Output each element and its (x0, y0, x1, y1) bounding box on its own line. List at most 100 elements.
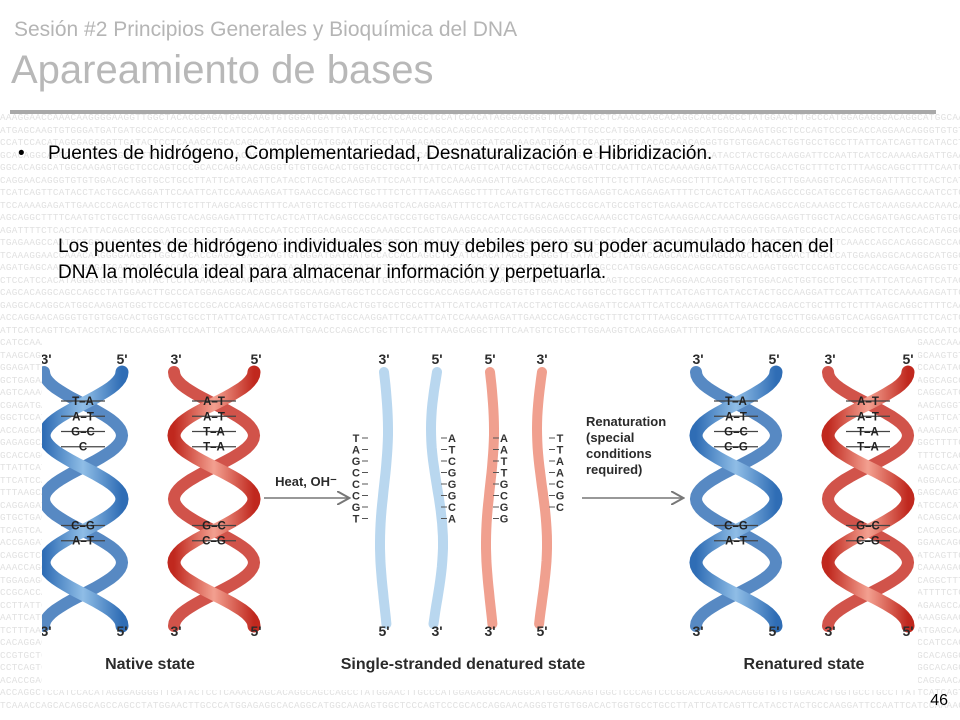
strand1-base: C (352, 491, 360, 503)
sequence-row: ACCAGGAACAGGGTGTGTGGACACTGGTGCCTGCCTTATT… (0, 312, 960, 323)
single-strand-end-top: 3' (378, 351, 389, 367)
strand4-base: C (556, 502, 564, 514)
strand3-base: G (500, 502, 509, 514)
sequence-row: ACCAGGCTCCATCCACATAGGGAGGGGTTGATACTCCTCA… (0, 687, 960, 698)
single-strand-end-bottom: 5' (378, 623, 389, 639)
renatured-blue-helix-pair-label: A–T (725, 411, 747, 423)
strand-end-5prime-bottom: 5' (250, 623, 261, 639)
strand-end-5prime-top: 5' (768, 351, 779, 367)
sequence-row: TCAAACCAGCACAGGCAGCCAGCCTATGGAACTTGCCCAT… (0, 699, 960, 709)
native-blue-helix-pair-label: A–T (72, 411, 94, 423)
single-strand-end-bottom: 5' (536, 623, 547, 639)
strand-end-3prime-bottom: 3' (42, 623, 52, 639)
native-blue-helix-strand-back (42, 366, 129, 632)
sequence-row: TCCAAAAGAGATTGAACCCAGACCTGCTTTCTCTTTAAGC… (0, 199, 960, 211)
renatured-red-helix-strand-back (821, 366, 915, 632)
strand3-base: A (500, 433, 508, 445)
denatured-strand-red-1 (481, 367, 499, 629)
sequence-row: ATGAGCAAGTGTGGGATGATGATGCCACCACCAGGCTCCA… (0, 124, 960, 136)
sequence-row: GAGGCACAGGCATGGCAAGAGTGGCTCCCAGTCCCGCACC… (0, 299, 960, 311)
strand2-base: T (449, 445, 456, 457)
sequence-row: AAAGGAACCAAACAAGGGGAAGGTTGGCTACACCGAGATG… (0, 112, 960, 123)
heat-label: Heat, OH⁻ (275, 474, 337, 489)
renatured-red-helix-pair-label: A–T (857, 411, 879, 423)
single-strand-end-bottom: 3' (484, 623, 495, 639)
strand1-base: G (352, 502, 361, 514)
sequence-row: TGAGAAGCCAATCCTGGGACAGCCAGCAAAGCCTCAGTCA… (0, 237, 960, 248)
strand3-base: A (500, 445, 508, 457)
bullet-text: Puentes de hidrógeno, Complementariedad,… (48, 143, 713, 164)
single-strand-end-top: 5' (484, 351, 495, 367)
sequence-row: CAGCACAGGCAGCCAGCCTATGGAACTTGCCCATGGAGAG… (0, 287, 960, 298)
native-blue-helix-pair-label: G–C (71, 427, 95, 439)
native-red-helix-pair-label: C–G (202, 536, 226, 548)
renatured-blue-helix-pair-label: C–G (724, 520, 748, 532)
strand-end-5prime-bottom: 5' (768, 623, 779, 639)
renatured-red-helix-pair-label: G–C (856, 520, 880, 532)
strand3-base: T (501, 468, 508, 480)
strand-end-3prime-top: 3' (42, 351, 52, 367)
strand2-base: C (448, 502, 456, 514)
dna-denaturation-diagram: T–A A–T G–C C C–G A–T A–T A–T T–A T–A G–C C–G T–A A–T… (42, 334, 918, 690)
strand4-base: T (557, 445, 564, 457)
renaturation-label-line: required) (586, 462, 642, 477)
renatured-blue-helix-pair-label: C–G (724, 442, 748, 454)
strand4-base: C (556, 479, 564, 491)
denatured-strand-blue-1 (375, 367, 393, 629)
caption-native-state: Native state (105, 656, 195, 673)
denatured-strand-red-2 (531, 367, 552, 629)
native-red-helix-pair-label: A–T (203, 396, 225, 408)
native-blue-helix-pair-label: C–G (71, 520, 95, 532)
body-paragraph: Los puentes de hidrógeno individuales so… (58, 236, 834, 283)
strand1-base: G (352, 456, 361, 468)
renatured-blue-helix-strand-front (689, 365, 783, 633)
strand3-base: G (500, 514, 509, 526)
sequence-row: AGCAGGCTTTTCAATGTCTGCCTTGGAAGGTCACAGGAGA… (0, 212, 960, 223)
native-red-helix-pair-label: T–A (203, 442, 225, 454)
strand4-base: T (557, 433, 564, 445)
renatured-blue-helix-pair-label: T–A (725, 396, 747, 408)
diagram-layer: T–A A–T G–C C C–G A–T A–T A–T T–A T–A G–C C–G T–A A–T… (42, 351, 915, 673)
strand2-base: G (448, 468, 457, 480)
strand1-base: T (353, 514, 360, 526)
native-red-helix-pair-label: T–A (203, 427, 225, 439)
renatured-red-helix-strand-front (821, 365, 915, 633)
strand4-base: A (556, 468, 564, 480)
native-red-helix-strand-front (167, 365, 261, 633)
strand2-base: C (448, 456, 456, 468)
diagram-canvas: T–A A–T G–C C C–G A–T A–T A–T T–A T–A G–C C–G T–A A–T… (42, 351, 915, 673)
renaturation-label-line: conditions (586, 446, 652, 461)
strand2-base: G (448, 491, 457, 503)
strand3-base: G (500, 479, 509, 491)
sequence-row: AGATTTTCTCACTCATTACAGAGCCCGCATGCCGTGCTGA… (0, 224, 960, 236)
sequence-row: TCATCAGTTCATACCTACTGCCAAGGATTCCAATTCATCC… (0, 187, 960, 198)
caption-renatured-state: Renatured state (744, 656, 865, 673)
renatured-red-helix-pair-label: T–A (857, 442, 879, 454)
strand-end-3prime-top: 3' (824, 351, 835, 367)
page-number: 46 (930, 692, 948, 709)
sequence-row: CCATCCACATAGGGAGGGGTTGATACTCCTCAAACCAGCA… (0, 137, 960, 148)
title-underline (10, 110, 936, 114)
sequence-row: TCAAAGGAACCAAACAAGGGGAAGGTTGGCTACACCGAGA… (0, 249, 960, 261)
strand3-base: T (501, 456, 508, 468)
caption-denatured-state: Single-stranded denatured state (341, 656, 586, 673)
renatured-red-helix-pair-label: T–A (857, 427, 879, 439)
native-blue-helix-pair-label: C (79, 442, 87, 454)
renatured-red-helix-pair-label: A–T (857, 396, 879, 408)
bullet-marker: • (18, 143, 25, 164)
strand4-base: G (556, 491, 565, 503)
strand-end-5prime-bottom: 5' (116, 623, 127, 639)
sequence-row: CTCCATCCACATAGGGAGGGGTTGATACTCCTCAAACCAG… (0, 274, 960, 286)
strand3-base: C (500, 491, 508, 503)
single-strand-end-bottom: 3' (431, 623, 442, 639)
renatured-blue-helix-pair-label: G–C (724, 427, 748, 439)
strand-end-3prime-top: 3' (692, 351, 703, 367)
native-blue-helix-pair-label: T–A (72, 396, 94, 408)
denatured-strand-blue-2 (425, 367, 448, 629)
native-blue-helix-strand-front (42, 365, 129, 633)
renatured-red-helix-pair-label: C–G (856, 536, 880, 548)
strand-end-3prime-top: 3' (170, 351, 181, 367)
strand-end-5prime-top: 5' (116, 351, 127, 367)
sequence-row: ATTCATCAGTTCATACCTACTGCCAAGGATTCCAATTCAT… (0, 324, 960, 336)
